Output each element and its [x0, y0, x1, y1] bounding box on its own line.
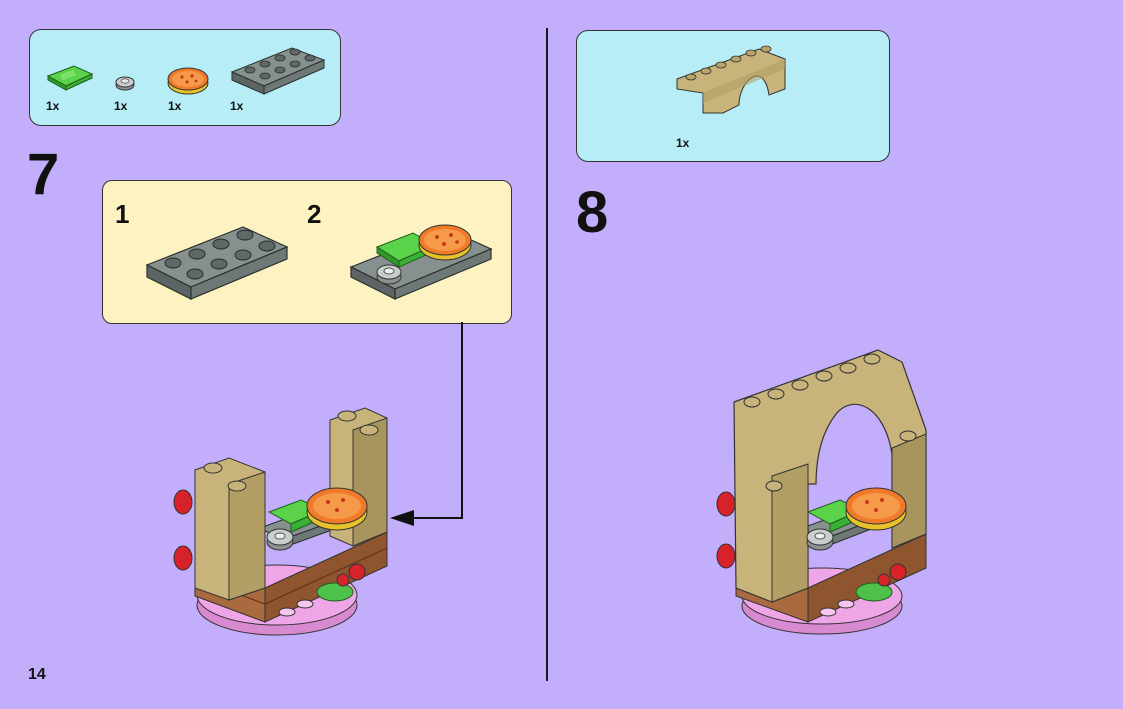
step-number: 8 [576, 180, 609, 245]
part-qty: 1x [676, 136, 690, 150]
step7-subassembly-box: 1 2 [102, 180, 512, 324]
step7-parts-list: 1x 1x 1x 1x [29, 29, 341, 126]
part-qty: 1x [230, 99, 244, 113]
step-number: 7 [27, 142, 60, 207]
step7-model-illustration [173, 407, 389, 636]
step8-model-illustration [716, 349, 928, 635]
page-divider [546, 28, 548, 681]
substep-number: 1 [115, 199, 130, 229]
substep2-plate-with-pizza-illustration [349, 224, 493, 300]
substep-number: 2 [307, 199, 322, 229]
assembly-arrow-icon [390, 322, 463, 526]
tan-arch-brick-icon [676, 45, 786, 114]
part-qty: 1x [168, 99, 182, 113]
step8-parts-list: 1x [576, 30, 890, 162]
part-qty: 1x [114, 99, 128, 113]
green-tile-brick-icon [46, 65, 94, 91]
grey-round-plate-icon [115, 76, 135, 91]
page-number: 14 [28, 666, 46, 683]
part-qty: 1x [46, 99, 60, 113]
pizza-tile-icon [167, 67, 209, 95]
substep1-grey-plate-illustration [145, 226, 289, 300]
grey-plate-2x4-icon [230, 47, 326, 95]
